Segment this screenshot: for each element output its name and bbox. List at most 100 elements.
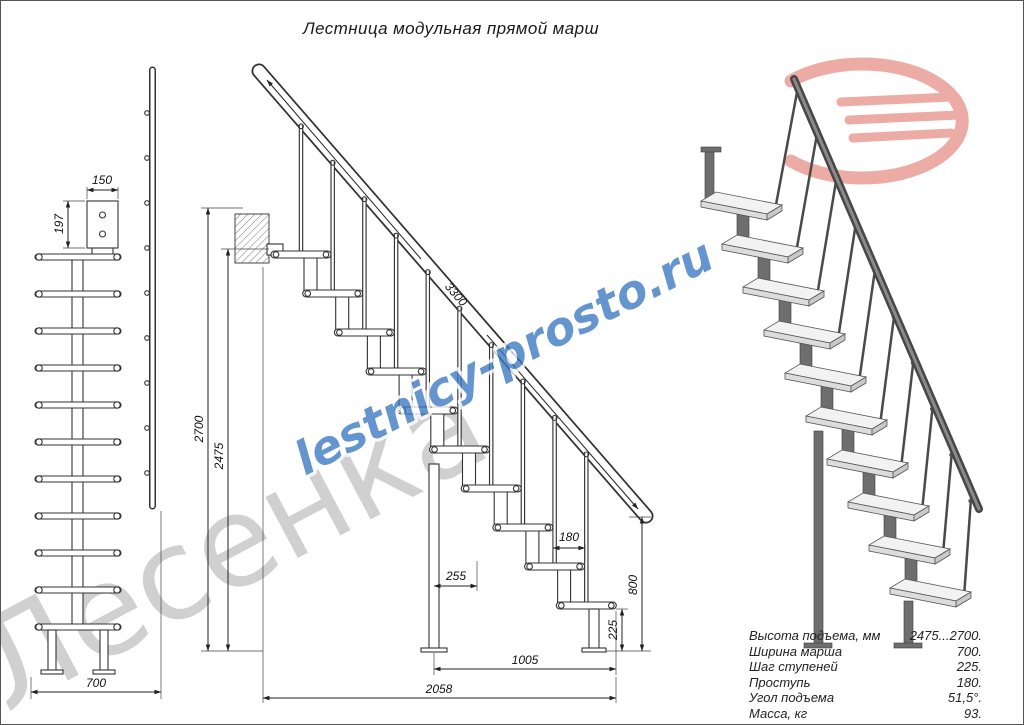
specs-table: Высота подъема, мм 2475...2700. Ширина м… — [749, 628, 982, 722]
step-module — [557, 568, 572, 604]
step-module — [303, 256, 318, 292]
connector — [462, 485, 470, 492]
front-tread — [34, 253, 122, 261]
spec-value: 225. — [956, 659, 982, 675]
support-leg — [47, 629, 57, 672]
tread-side — [808, 290, 825, 307]
spec-value: 93. — [963, 705, 982, 721]
connector — [113, 586, 121, 594]
front-tread — [34, 327, 122, 335]
spec-row: Проступь 180. — [749, 675, 982, 691]
connector — [386, 329, 393, 336]
handrail-3d — [792, 77, 981, 511]
connector — [113, 253, 121, 261]
connector — [329, 159, 336, 166]
side-tread — [555, 601, 617, 610]
connector — [417, 368, 425, 375]
tread-side — [829, 333, 846, 350]
step-module — [461, 451, 477, 487]
baluster-3d — [878, 316, 896, 426]
front-module — [71, 406, 84, 441]
connector — [544, 524, 552, 531]
side-tread — [524, 562, 586, 571]
iso-view — [699, 75, 983, 649]
site-watermark: lestnicy-prosto.ru — [286, 228, 722, 486]
support-post — [428, 463, 440, 650]
spec-row: Ширина марша 700. — [749, 644, 982, 660]
rail-connector — [144, 290, 150, 296]
front-module — [71, 554, 84, 589]
spec-label: Проступь — [749, 674, 811, 690]
connector — [449, 407, 457, 414]
front-view: 150 197 700 — [30, 66, 162, 699]
spec-label: Шаг ступеней — [749, 659, 838, 675]
connector — [35, 549, 43, 557]
step-module — [493, 490, 508, 526]
connector — [113, 475, 121, 483]
connector — [35, 623, 43, 631]
base-plate-3d — [893, 642, 923, 649]
dim-total-height: 2700 — [192, 415, 206, 443]
baluster-3d — [941, 454, 953, 555]
connector — [424, 269, 431, 276]
connector — [272, 251, 280, 258]
front-module — [71, 443, 84, 478]
dim-step-height: 225 — [606, 620, 620, 641]
baluster-3d — [857, 270, 877, 383]
base-plate — [581, 647, 607, 653]
rail-connector — [144, 245, 150, 251]
connector — [607, 602, 615, 609]
connector — [35, 253, 43, 261]
connector — [557, 602, 565, 609]
connector — [519, 378, 526, 385]
spec-value: 180. — [956, 674, 982, 690]
plate-hole — [98, 230, 107, 238]
side-tread — [270, 250, 332, 259]
connector — [399, 407, 407, 414]
front-tread — [34, 549, 122, 557]
side-view: 3300 2700 2475 180 255 800 — [192, 63, 654, 703]
logo-swoosh — [784, 57, 969, 185]
spec-label: Масса, кг — [749, 705, 808, 721]
front-tread — [34, 623, 122, 631]
baluster-3d — [920, 408, 934, 512]
front-tread — [34, 512, 122, 520]
spec-row: Угол подъема 51,5°. — [749, 690, 982, 706]
connector — [35, 586, 43, 594]
rail-connector — [144, 380, 150, 386]
front-module — [71, 369, 84, 404]
connector — [35, 475, 43, 483]
rail-connector — [144, 200, 150, 206]
connector — [35, 290, 43, 298]
connector — [488, 342, 495, 348]
connector — [512, 485, 520, 492]
front-module — [71, 480, 84, 515]
front-tread — [34, 364, 122, 372]
front-tread — [34, 586, 122, 594]
connector — [431, 446, 438, 453]
front-ladder — [34, 110, 150, 631]
connector — [576, 563, 583, 570]
tread-side — [871, 419, 888, 436]
baluster-3d — [962, 500, 973, 598]
rail-connector — [144, 425, 150, 431]
connector — [113, 438, 121, 446]
step-module — [366, 334, 381, 370]
connector — [35, 364, 43, 372]
spec-label: Угол подъема — [749, 690, 835, 706]
wall-plate — [86, 200, 119, 249]
front-tread — [34, 401, 122, 409]
connector — [113, 623, 121, 631]
tread-side — [955, 591, 972, 608]
base-plate — [40, 669, 64, 675]
spec-row: Масса, кг 93. — [749, 706, 982, 722]
logo-stripe — [848, 128, 956, 143]
front-tread — [34, 475, 122, 483]
baluster-3d — [773, 86, 800, 211]
connector — [322, 251, 330, 258]
connector — [298, 123, 304, 130]
step-module — [525, 529, 540, 565]
connector — [35, 327, 43, 335]
dim-bracket-height: 197 — [52, 213, 66, 234]
